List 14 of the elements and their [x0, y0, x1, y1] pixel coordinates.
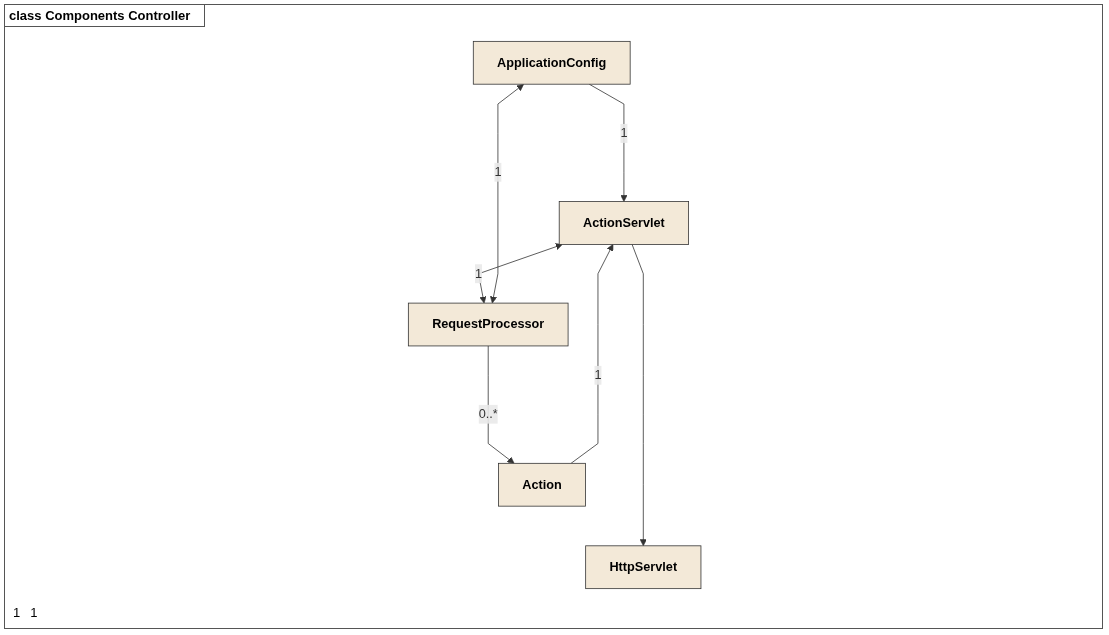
node-box — [559, 201, 690, 245]
edge-label: 1 — [494, 165, 502, 179]
diagram-frame: class Components Controller ApplicationConfig 1 1 ActionServlet 1 RequestProcessor 1 0..* Action HttpServlet 1 1 — [4, 4, 1103, 629]
edge-label: 1 — [475, 266, 483, 281]
frame-title: class Components Controller — [5, 5, 206, 27]
node-box — [408, 302, 569, 347]
edge-label: 0..* — [479, 407, 499, 421]
edge-label: 1 — [594, 368, 602, 382]
edge-label: 1 — [620, 126, 628, 140]
node-box — [585, 545, 702, 590]
node-box — [498, 462, 587, 507]
multiplicity-label: 1 — [13, 605, 21, 620]
multiplicity-label: 1 — [30, 605, 38, 620]
node-box — [473, 40, 631, 85]
